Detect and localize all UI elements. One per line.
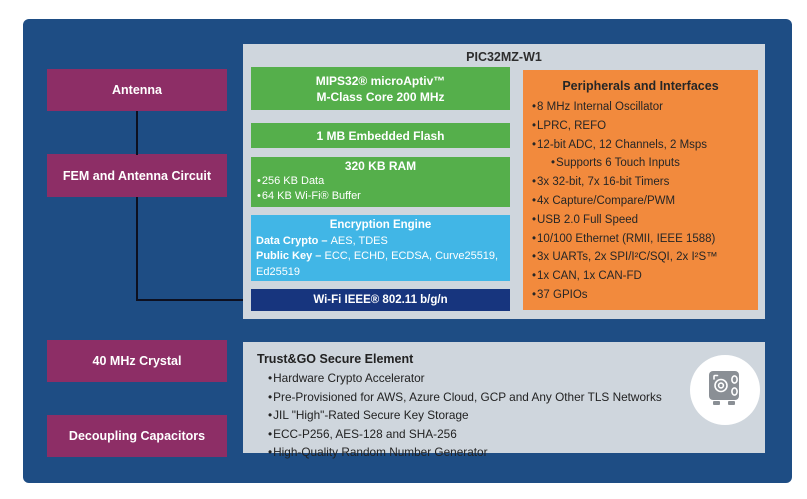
flash-label: 1 MB Embedded Flash [316,128,445,143]
peripheral-item: 10/100 Ethernet (RMII, IEEE 1588) [532,230,754,249]
block-fem-antenna-circuit: FEM and Antenna Circuit [47,154,227,197]
peripheral-item: 1x CAN, 1x CAN-FD [532,267,754,286]
secure-item: High-Quality Random Number Generator [268,443,765,462]
block-embedded-flash: 1 MB Embedded Flash [251,123,510,148]
enc-line2-value: ECC, ECHD, ECDSA, Curve25519, Ed25519 [256,250,499,278]
secure-element-list: Hardware Crypto Accelerator Pre-Provisio… [243,369,765,462]
enc-line1-key: Data Crypto – [256,234,331,247]
peripheral-item: 8 MHz Internal Oscillator [532,98,754,117]
peripheral-item: 3x UARTs, 2x SPI/I²C/SQI, 2x I²S™ [532,248,754,267]
peripheral-item: 3x 32-bit, 7x 16-bit Timers [532,173,754,192]
ram-item: 256 KB Data [257,174,510,189]
peripheral-item: 4x Capture/Compare/PWM [532,192,754,211]
block-fem-label: FEM and Antenna Circuit [62,168,212,183]
block-40mhz-crystal: 40 MHz Crystal [47,340,227,382]
block-secure-element: Trust&GO Secure Element Hardware Crypto … [243,342,765,459]
connector-antenna-to-fem [136,111,138,155]
cpu-line2: M-Class Core 200 MHz [316,89,445,104]
secure-element-title: Trust&GO Secure Element [257,352,414,366]
peripheral-item: 37 GPIOs [532,286,754,305]
encryption-title: Encryption Engine [329,219,432,231]
block-peripherals: Peripherals and Interfaces 8 MHz Interna… [523,70,758,310]
block-encryption-engine: Encryption Engine Data Crypto – AES, TDE… [251,215,510,281]
chip-title: PIC32MZ-W1 [466,50,542,64]
peripheral-item: LPRC, REFO [532,117,754,136]
encryption-line-public-key: Public Key – ECC, ECHD, ECDSA, Curve2551… [251,249,510,280]
ram-list: 256 KB Data 64 KB Wi-Fi® Buffer [251,174,510,204]
chip-container-pic32mz-w1: PIC32MZ-W1 MIPS32® microAptiv™ M-Class C… [243,44,765,319]
peripherals-list: 8 MHz Internal Oscillator LPRC, REFO 12-… [523,98,758,305]
block-antenna: Antenna [47,69,227,111]
ram-title: 320 KB RAM [344,159,417,173]
block-cpu-core: MIPS32® microAptiv™ M-Class Core 200 MHz [251,67,510,110]
secure-item: Hardware Crypto Accelerator [268,369,765,388]
secure-item: ECC-P256, AES-128 and SHA-256 [268,425,765,444]
peripheral-item-sub: Supports 6 Touch Inputs [532,154,754,173]
ram-item: 64 KB Wi-Fi® Buffer [257,189,510,204]
connector-fem-to-wifi-horizontal [136,299,252,301]
block-crystal-label: 40 MHz Crystal [92,354,182,368]
block-decoupling-capacitors: Decoupling Capacitors [47,415,227,457]
cpu-line1: MIPS32® microAptiv™ [315,73,446,88]
secure-item: Pre-Provisioned for AWS, Azure Cloud, GC… [268,388,765,407]
peripheral-item: 12-bit ADC, 12 Channels, 2 Msps [532,136,754,155]
block-decoupling-label: Decoupling Capacitors [68,429,206,443]
enc-line2-key: Public Key – [256,250,325,262]
peripherals-title: Peripherals and Interfaces [562,79,719,93]
block-wifi: Wi-Fi IEEE® 802.11 b/g/n [251,289,510,311]
connector-fem-to-wifi-vertical [136,197,138,301]
wifi-label: Wi-Fi IEEE® 802.11 b/g/n [313,294,448,306]
secure-item: JIL "High"-Rated Secure Key Storage [268,406,765,425]
safe-icon-badge [690,355,760,425]
encryption-line-data-crypto: Data Crypto – AES, TDES [251,234,510,250]
block-antenna-label: Antenna [112,83,162,97]
enc-line1-value: AES, TDES [330,234,388,247]
safe-icon [703,366,747,415]
block-ram: 320 KB RAM 256 KB Data 64 KB Wi-Fi® Buff… [251,157,510,207]
peripheral-item: USB 2.0 Full Speed [532,211,754,230]
